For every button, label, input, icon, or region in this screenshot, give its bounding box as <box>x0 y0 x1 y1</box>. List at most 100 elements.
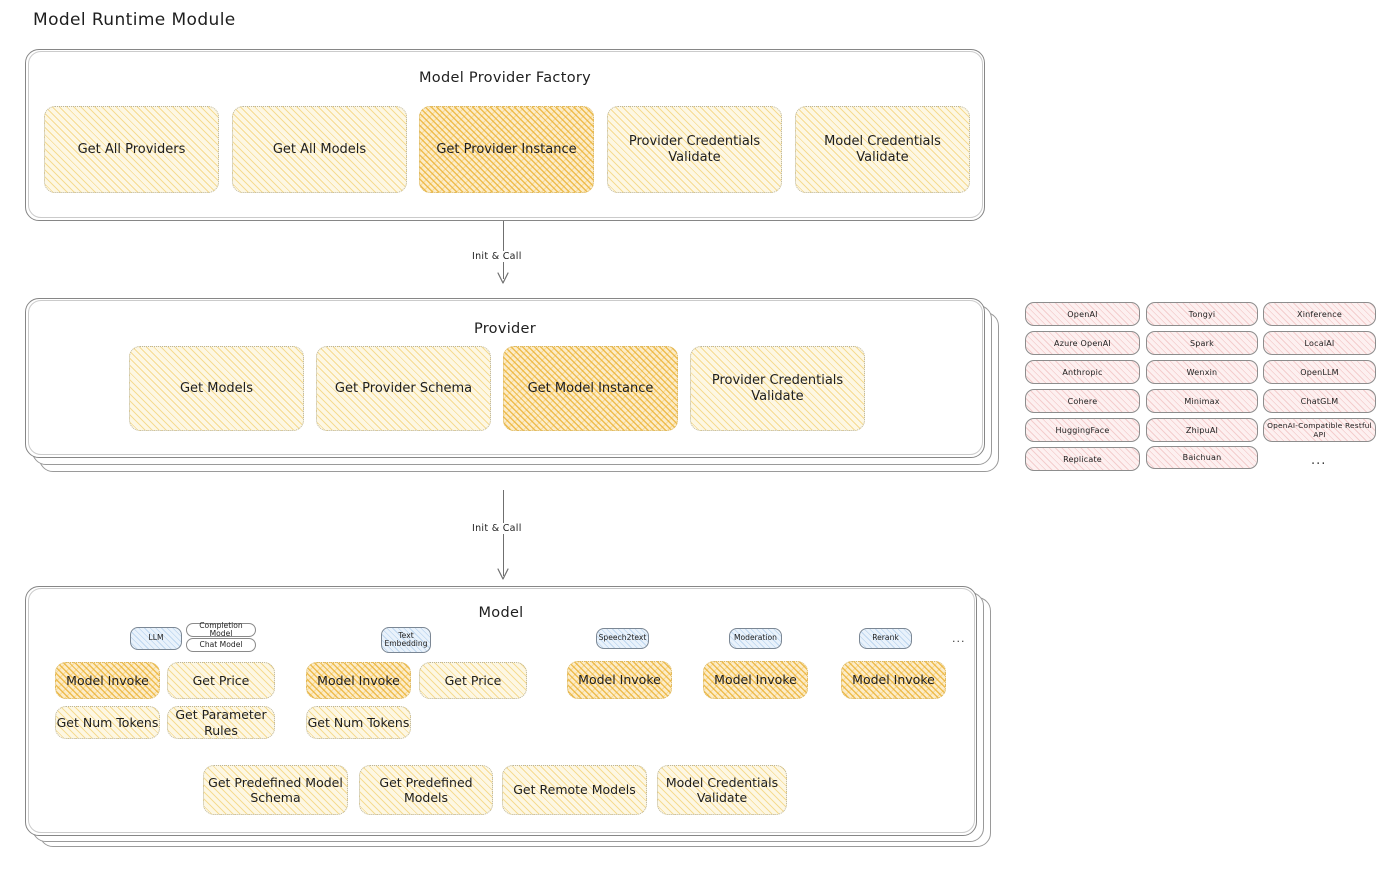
arrow-provider-to-model-label: Init & Call <box>468 523 526 534</box>
provider-chip-chatglm[interactable]: ChatGLM <box>1263 389 1376 413</box>
provider-chip-openllm[interactable]: OpenLLM <box>1263 360 1376 384</box>
provider-chip-label: Anthropic <box>1062 367 1103 377</box>
model-node-label: Get Price <box>444 672 502 688</box>
model-node-llm-model-invoke[interactable]: Model Invoke <box>55 662 160 699</box>
model-node-label: Model Invoke <box>852 672 935 688</box>
model-badge-label: Moderation <box>733 633 777 643</box>
model-node-speech2text-model-invoke[interactable]: Model Invoke <box>567 661 672 699</box>
model-badge-label: Text Embedding <box>384 630 428 648</box>
factory-node-get-all-models[interactable]: Get All Models <box>232 106 407 193</box>
provider-chip-openai[interactable]: OpenAI <box>1025 302 1140 326</box>
model-groups-more: ... <box>952 632 966 645</box>
provider-chip-cohere[interactable]: Cohere <box>1025 389 1140 413</box>
model-badge-label: Speech2text <box>598 633 647 643</box>
provider-title: Provider <box>473 321 537 337</box>
factory-node-label: Get Provider Instance <box>436 141 577 157</box>
provider-chip-label: Baichuan <box>1182 453 1222 462</box>
model-node-label: Model Credentials Validate <box>665 774 779 805</box>
model-title: Model <box>478 605 524 621</box>
provider-chip-label: Spark <box>1190 338 1214 348</box>
provider-chip-label: Minimax <box>1184 396 1220 406</box>
factory-node-get-provider-instance[interactable]: Get Provider Instance <box>419 106 594 193</box>
model-badge-llm[interactable]: LLM <box>130 627 182 650</box>
provider-node-provider-credentials-validate[interactable]: Provider Credentials Validate <box>690 346 865 431</box>
model-node-llm-get-parameter-rules[interactable]: Get Parameter Rules <box>167 706 275 739</box>
model-node-llm-get-num-tokens[interactable]: Get Num Tokens <box>55 706 160 739</box>
arrow-factory-to-provider-label: Init & Call <box>468 251 526 262</box>
factory-node-get-all-providers[interactable]: Get All Providers <box>44 106 219 193</box>
provider-chip-label: LocalAI <box>1304 338 1335 348</box>
model-badge-rerank[interactable]: Rerank <box>859 628 912 649</box>
provider-chip-label: OpenAI-Compatible Restful API <box>1267 421 1372 439</box>
provider-node-label: Get Models <box>179 380 254 396</box>
model-node-model-credentials-validate[interactable]: Model Credentials Validate <box>657 765 787 815</box>
provider-node-get-model-instance[interactable]: Get Model Instance <box>503 346 678 431</box>
model-sub-badge-completion-model[interactable]: Completion Model <box>186 620 256 638</box>
model-provider-factory-title: Model Provider Factory <box>418 70 592 86</box>
provider-chip-label: Cohere <box>1067 396 1098 406</box>
provider-chip-minimax[interactable]: Minimax <box>1146 389 1258 413</box>
model-node-rerank-model-invoke[interactable]: Model Invoke <box>841 661 946 699</box>
model-sub-badge-label: Chat Model <box>199 639 243 649</box>
provider-chip-label: OpenLLM <box>1300 367 1339 377</box>
model-node-text-embedding-get-price[interactable]: Get Price <box>419 662 527 699</box>
provider-chip-label: ChatGLM <box>1300 396 1339 406</box>
provider-chip-label: HuggingFace <box>1055 425 1110 435</box>
provider-list-more: ... <box>1311 453 1327 468</box>
provider-chip-spark[interactable]: Spark <box>1146 331 1258 355</box>
provider-node-label: Get Provider Schema <box>334 380 473 396</box>
model-node-label: Model Invoke <box>317 672 400 688</box>
provider-chip-label: Wenxin <box>1186 367 1218 377</box>
model-node-get-remote-models[interactable]: Get Remote Models <box>502 765 647 815</box>
page-title: Model Runtime Module <box>33 10 236 30</box>
provider-chip-wenxin[interactable]: Wenxin <box>1146 360 1258 384</box>
model-sub-badge-label: Completion Model <box>199 620 243 638</box>
provider-chip-replicate[interactable]: Replicate <box>1025 447 1140 471</box>
provider-chip-label: ZhipuAI <box>1185 425 1219 435</box>
model-node-label: Get Price <box>192 672 250 688</box>
provider-chip-label: Tongyi <box>1188 309 1216 319</box>
model-badge-label: Rerank <box>872 633 899 643</box>
model-badge-speech2text[interactable]: Speech2text <box>596 628 649 649</box>
factory-node-label: Provider Credentials Validate <box>628 133 761 165</box>
model-badge-label: LLM <box>148 633 164 643</box>
model-node-label: Get Num Tokens <box>307 714 410 730</box>
model-node-get-predefined-models[interactable]: Get Predefined Models <box>359 765 493 815</box>
model-node-label: Model Invoke <box>66 672 149 688</box>
model-node-llm-get-price[interactable]: Get Price <box>167 662 275 699</box>
provider-chip-azure-openai[interactable]: Azure OpenAI <box>1025 331 1140 355</box>
model-badge-moderation[interactable]: Moderation <box>729 628 782 649</box>
model-node-moderation-model-invoke[interactable]: Model Invoke <box>703 661 808 699</box>
arrow-factory-to-provider-head <box>497 272 509 284</box>
model-sub-badge-chat-model[interactable]: Chat Model <box>186 638 256 652</box>
arrow-provider-to-model-head <box>497 568 509 580</box>
factory-node-label: Get All Models <box>272 141 367 157</box>
provider-chip-huggingface[interactable]: HuggingFace <box>1025 418 1140 442</box>
model-node-text-embedding-model-invoke[interactable]: Model Invoke <box>306 662 411 699</box>
model-node-label: Get Remote Models <box>513 782 636 798</box>
provider-node-get-provider-schema[interactable]: Get Provider Schema <box>316 346 491 431</box>
factory-node-provider-credentials-validate[interactable]: Provider Credentials Validate <box>607 106 782 193</box>
model-node-label: Model Invoke <box>578 672 661 688</box>
model-node-label: Model Invoke <box>714 672 797 688</box>
provider-node-label: Provider Credentials Validate <box>711 372 844 404</box>
provider-chip-zhipuai[interactable]: ZhipuAI <box>1146 418 1258 442</box>
model-node-label: Get Predefined Model Schema <box>208 774 343 805</box>
provider-chip-label: Replicate <box>1063 454 1102 464</box>
factory-node-model-credentials-validate[interactable]: Model Credentials Validate <box>795 106 970 193</box>
provider-chip-localai[interactable]: LocalAI <box>1263 331 1376 355</box>
provider-chip-openai-compatible-restful-api[interactable]: OpenAI-Compatible Restful API <box>1263 418 1376 442</box>
provider-node-label: Get Model Instance <box>527 380 654 396</box>
model-node-text-embedding-get-num-tokens[interactable]: Get Num Tokens <box>306 706 411 739</box>
model-badge-text-embedding[interactable]: Text Embedding <box>381 627 431 653</box>
provider-chip-xinference[interactable]: Xinference <box>1263 302 1376 326</box>
provider-chip-tongyi[interactable]: Tongyi <box>1146 302 1258 326</box>
provider-chip-label: OpenAI <box>1067 309 1098 319</box>
provider-chip-baichuan[interactable]: Baichuan <box>1146 446 1258 469</box>
factory-node-label: Get All Providers <box>77 141 186 157</box>
model-node-get-predefined-model-schema[interactable]: Get Predefined Model Schema <box>203 765 348 815</box>
provider-node-get-models[interactable]: Get Models <box>129 346 304 431</box>
provider-chip-label: Azure OpenAI <box>1054 338 1111 348</box>
provider-chip-anthropic[interactable]: Anthropic <box>1025 360 1140 384</box>
